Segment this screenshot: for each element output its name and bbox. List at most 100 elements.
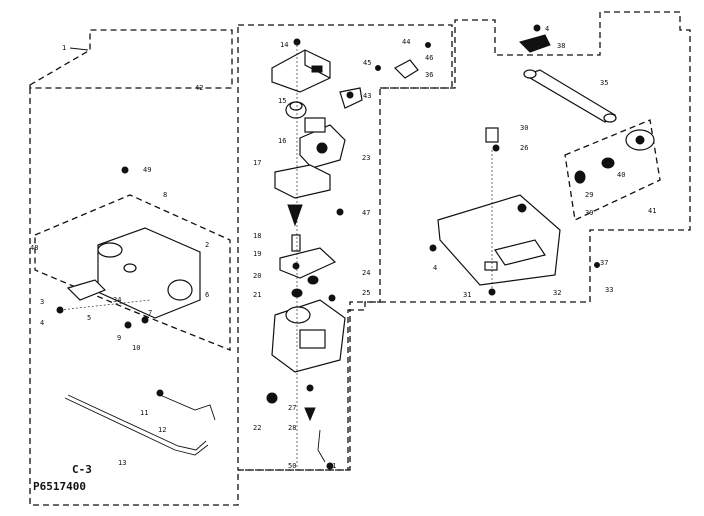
part-39-washer: [574, 170, 586, 184]
part-50-screw: [326, 462, 334, 470]
callout-3: 3: [40, 298, 44, 306]
part-31-screw: [488, 288, 496, 296]
part-13-rod: [64, 394, 209, 456]
callout-17: 17: [253, 159, 261, 167]
part-11-wire: [159, 394, 216, 421]
callout-15: 15: [278, 97, 286, 105]
assembly-boundary: [29, 29, 233, 89]
callout-19: 19: [253, 250, 261, 258]
callout-23: 23: [362, 154, 370, 162]
part-25-body: [271, 299, 346, 373]
callout-6: 6: [205, 291, 209, 299]
part-47-screw: [336, 208, 344, 216]
callout-40: 40: [617, 171, 625, 179]
callout-10: 10: [132, 344, 140, 352]
callout-39: 39: [585, 209, 593, 217]
callout-21: 21: [253, 291, 261, 299]
callout-36: 36: [425, 71, 433, 79]
part-9-screw: [124, 321, 132, 329]
part-17-bracket: [274, 164, 331, 199]
part-32-bracket: [437, 194, 561, 286]
callout-8: 8: [163, 191, 167, 199]
inner-box-center: [237, 24, 453, 471]
callout-4b: 4: [433, 264, 437, 272]
leader-1: [69, 47, 89, 51]
callout-35: 35: [600, 79, 608, 87]
part-51-clip: [317, 429, 326, 463]
part-27-nut: [306, 384, 314, 392]
part-46-clip: [375, 42, 431, 79]
callout-32: 32: [553, 289, 561, 297]
part-28-cone: [304, 407, 316, 422]
callout-38: 38: [557, 42, 565, 50]
part-8-housing: [97, 227, 201, 319]
callout-22: 22: [253, 424, 261, 432]
part-4-screw-right: [429, 244, 437, 252]
part-4-screw-far: [594, 262, 600, 268]
part-knob: [625, 129, 655, 151]
callout-48: 48: [30, 244, 38, 252]
part-43-lever: [339, 87, 363, 109]
callout-34: 34: [113, 296, 121, 304]
part-24-seal: [307, 275, 319, 285]
callout-26: 26: [520, 144, 528, 152]
part-49-screw: [121, 166, 129, 174]
callout-1: 1: [62, 44, 66, 52]
callout-4c: 4: [545, 25, 549, 33]
callout-16: 16: [278, 137, 286, 145]
callout-51: 51: [328, 462, 336, 470]
part-7-screw: [141, 316, 149, 324]
callout-18: 18: [253, 232, 261, 240]
part-19-pin: [291, 234, 301, 252]
callout-41: 41: [648, 207, 656, 215]
part-11-head: [156, 389, 164, 397]
callout-7: 7: [148, 309, 152, 317]
callout-42: 42: [195, 84, 203, 92]
callout-24: 24: [362, 269, 370, 277]
callout-43: 43: [363, 92, 371, 100]
callout-5: 5: [87, 314, 91, 322]
part-3-lever: [56, 279, 107, 314]
part-22-plug: [266, 392, 278, 404]
part-38-clip: [519, 24, 551, 53]
part-18-spring: [287, 204, 303, 227]
part-16-coil: [285, 101, 307, 119]
callout-45: 45: [363, 59, 371, 67]
callout-46: 46: [425, 54, 433, 62]
part-screw-near-25: [328, 294, 336, 302]
callout-31: 31: [463, 291, 471, 299]
part-number-label: P6517400: [33, 480, 86, 493]
callout-2: 2: [205, 241, 209, 249]
guide-left: [59, 299, 151, 311]
callout-29: 29: [585, 191, 593, 199]
callout-44: 44: [402, 38, 410, 46]
part-23-valve: [299, 117, 346, 169]
callout-12: 12: [158, 426, 166, 434]
callout-9: 9: [117, 334, 121, 342]
part-30-switch: [485, 127, 500, 152]
callout-13: 13: [118, 459, 126, 467]
callout-37: 37: [600, 259, 608, 267]
callout-30: 30: [520, 124, 528, 132]
subassembly-41: [564, 119, 661, 221]
part-40-nut: [601, 157, 615, 169]
inner-box-left: [34, 194, 231, 351]
part-15-cover: [271, 49, 331, 93]
callout-27: 27: [288, 404, 296, 412]
callout-14: 14: [280, 41, 288, 49]
main-outline: [29, 11, 691, 506]
callout-20: 20: [253, 272, 261, 280]
callout-49: 49: [143, 166, 151, 174]
callout-47: 47: [362, 209, 370, 217]
callout-4a: 4: [40, 319, 44, 327]
part-14-screw: [293, 38, 301, 46]
callout-25: 25: [362, 289, 370, 297]
diagram-caption: C-3: [72, 463, 92, 476]
part-35-rod: [523, 69, 617, 123]
callout-11: 11: [140, 409, 148, 417]
callout-50: 50: [288, 462, 296, 470]
callout-28: 28: [288, 424, 296, 432]
part-20-plate: [279, 247, 337, 279]
